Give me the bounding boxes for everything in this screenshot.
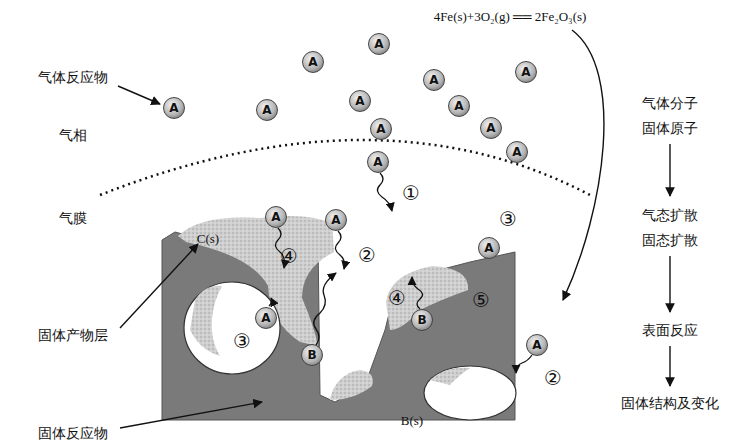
atom-letter: A <box>486 122 495 134</box>
gas-molecule: A <box>423 69 445 91</box>
gas-film-line <box>100 140 590 195</box>
atom-letter: A <box>271 211 280 223</box>
atom-letter: A <box>429 74 438 86</box>
step-label: 固体原子 <box>641 120 699 137</box>
gas-molecule: A <box>256 99 278 121</box>
gas-molecule: A <box>480 117 502 139</box>
diffusion-path <box>516 355 532 373</box>
step-label: 表面反应 <box>641 322 699 339</box>
leader-arrow <box>118 86 160 104</box>
gas-molecule: A <box>255 307 277 329</box>
solid-reactant <box>162 228 515 420</box>
diffusion-path <box>314 273 336 345</box>
callout-number: ① <box>401 183 421 203</box>
flow-arrow <box>669 256 670 312</box>
atom-letter: A <box>376 123 385 135</box>
diffusion-path <box>412 277 423 309</box>
step-label: 固体结构及变化 <box>620 395 720 412</box>
flow-arrow <box>669 144 670 196</box>
gas-molecule: A <box>265 206 287 228</box>
part-label: 固体反应物 <box>37 425 109 442</box>
atom-letter: A <box>374 38 383 50</box>
reaction-arrow <box>563 30 604 300</box>
gas-molecule: A <box>367 151 389 173</box>
gas-molecule: A <box>515 61 537 83</box>
gas-molecule: A <box>325 209 347 231</box>
atom-letter: A <box>261 312 270 324</box>
step-label: 固态扩散 <box>641 232 699 249</box>
leader-arrow <box>120 402 262 428</box>
gas-molecule: A <box>349 90 371 112</box>
atom-letter: A <box>484 242 493 254</box>
solid-atom: B <box>411 309 433 331</box>
atom-letter: A <box>169 102 178 114</box>
gas-molecule: A <box>526 334 548 356</box>
atom-letter: A <box>373 156 382 168</box>
atom-letter: A <box>262 104 271 116</box>
step-label: 气态扩散 <box>641 207 699 224</box>
atom-letter: B <box>417 314 426 326</box>
gas-molecule: A <box>478 237 500 259</box>
gas-molecule: A <box>302 51 324 73</box>
part-label: 固体产物层 <box>37 327 109 344</box>
atom-letter: A <box>308 56 317 68</box>
callout-number: ④ <box>387 288 407 308</box>
callout-number: ② <box>543 368 563 388</box>
diffusion-path <box>377 173 392 211</box>
pore <box>184 282 280 374</box>
gas-molecule: A <box>506 141 528 163</box>
atom-letter: A <box>454 100 463 112</box>
species-label: B(s) <box>400 413 424 429</box>
atom-letter: A <box>512 146 521 158</box>
flow-arrow <box>669 346 670 386</box>
gas-molecule: A <box>368 33 390 55</box>
atom-letter: A <box>355 95 364 107</box>
atom-letter: A <box>521 66 530 78</box>
atom-letter: B <box>307 349 316 361</box>
region-label: 气体反应物 <box>37 69 109 86</box>
species-label: C(s) <box>196 231 220 247</box>
atom-letter: A <box>331 214 340 226</box>
product-layer <box>330 370 373 400</box>
atom-letter: A <box>532 339 541 351</box>
product-layer <box>190 286 222 356</box>
product-layer <box>386 266 468 330</box>
solid-atom: B <box>301 344 323 366</box>
diffusion-path <box>335 231 344 269</box>
diffusion-path <box>269 298 272 306</box>
region-label: 气相 <box>58 127 88 144</box>
product-layer <box>430 368 470 385</box>
gas-molecule: A <box>448 95 470 117</box>
callout-number: ④ <box>279 246 299 266</box>
callout-number: ③ <box>498 209 518 229</box>
gas-molecule: A <box>370 118 392 140</box>
callout-number: ⑤ <box>471 290 491 310</box>
gas-molecule: A <box>163 97 185 119</box>
pore <box>424 366 516 420</box>
equation: 4Fe(s)+3O₂(g) ══ 2Fe₂O₃(s) <box>433 9 588 25</box>
region-label: 气膜 <box>58 210 88 227</box>
callout-number: ② <box>357 245 377 265</box>
leader-arrow <box>120 244 198 328</box>
step-label: 气体分子 <box>641 95 699 112</box>
callout-number: ③ <box>232 331 252 351</box>
